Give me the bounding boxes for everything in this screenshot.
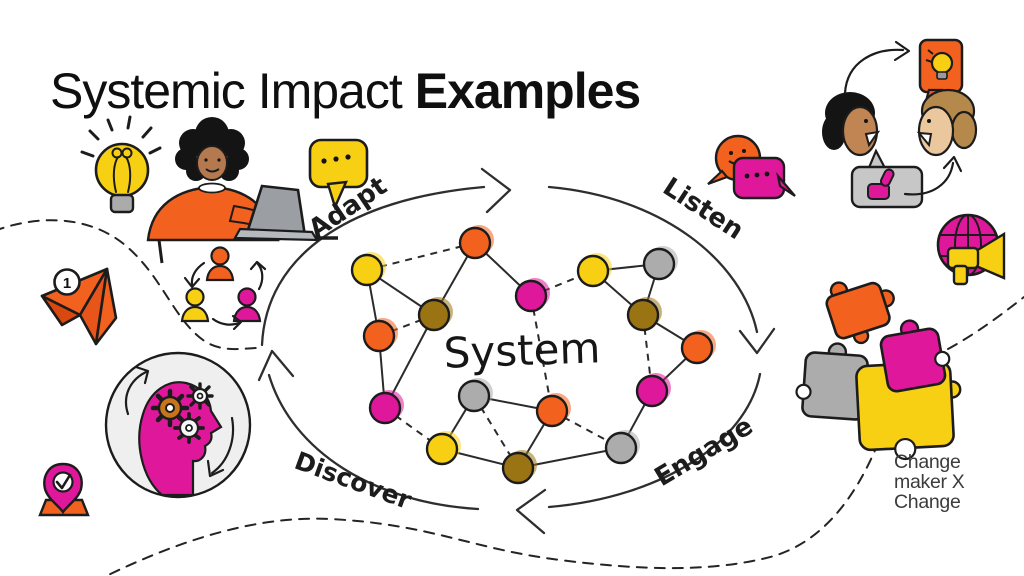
arc-discover [269,375,478,509]
logo-line-2: maker X [894,471,965,493]
network-node-yellow [352,255,382,285]
arrowhead-bottom [517,490,545,533]
smiley-chat-bubbles-icon [708,136,795,198]
ellipsis-dots [321,154,351,164]
puzzle-pieces-icon [795,267,964,461]
logo-line-1: Change [894,451,961,473]
desk-leg [159,240,162,263]
network-nodes [352,225,716,483]
network-node-magenta [370,393,400,423]
person-at-laptop [148,117,338,263]
conversation-people-icon [822,40,976,207]
network-edge [379,315,434,336]
arrowhead-top [482,169,510,212]
network-node-orange [460,228,490,258]
arrowhead-left [259,351,293,380]
dashed-path-bottom [94,428,884,576]
laptop-screen [247,186,305,236]
badge-number: 1 [63,275,71,292]
arrowhead-right [740,329,774,353]
ellipsis-bubble [734,158,795,198]
team-cycle-icon [182,248,265,330]
gear-small-top [188,384,212,408]
circled-one-badge [55,270,80,295]
network-node-olive [628,300,658,330]
gear-small-bottom [175,414,203,442]
globe-megaphone-icon [938,215,1004,284]
network-node-orange [682,333,712,363]
paper-plane-icon: 1 [42,269,116,344]
network-edge [531,296,552,411]
network-node-yellow [427,434,457,464]
dashed-path-right [948,297,1024,349]
network-node-olive [419,300,449,330]
network-node-gray [644,249,674,279]
network-node-orange [364,321,394,351]
network-node-gray [459,381,489,411]
network-node-olive [503,453,533,483]
network-node-magenta [516,281,546,311]
system-label: System [442,323,602,378]
megaphone [948,234,1004,284]
idea-bubble-icon [920,40,962,108]
logo-line-3: Change [894,491,961,513]
team-member-yellow [182,289,208,322]
person-hair [175,117,249,181]
network-node-magenta [637,376,667,406]
title-regular: Systemic Impact [50,63,403,119]
puzzle-orange [821,267,904,349]
thinking-head-icon [106,353,250,497]
person-face [197,146,227,180]
title-bold: Examples [414,63,641,119]
team-member-orange [207,248,233,281]
network-node-yellow [578,256,608,286]
dashed-path-top-left [0,220,256,349]
person-collar [199,184,225,193]
lightbulb-icon [82,117,160,212]
network-node-gray [606,433,636,463]
thumbs-up-bubble-icon [852,151,922,207]
team-member-magenta [234,289,260,322]
arc-listen [549,187,757,332]
network-node-orange [537,396,567,426]
speech-bubble-ellipsis-icon [310,140,367,207]
speaker-left [822,92,878,155]
speaker-right [919,90,976,155]
changemaker-logo: Change maker X Change [894,452,965,512]
arc-engage [549,374,760,507]
location-pin-check-icon [40,464,88,515]
puzzle-magenta [878,315,954,393]
laptop-base [235,229,317,240]
